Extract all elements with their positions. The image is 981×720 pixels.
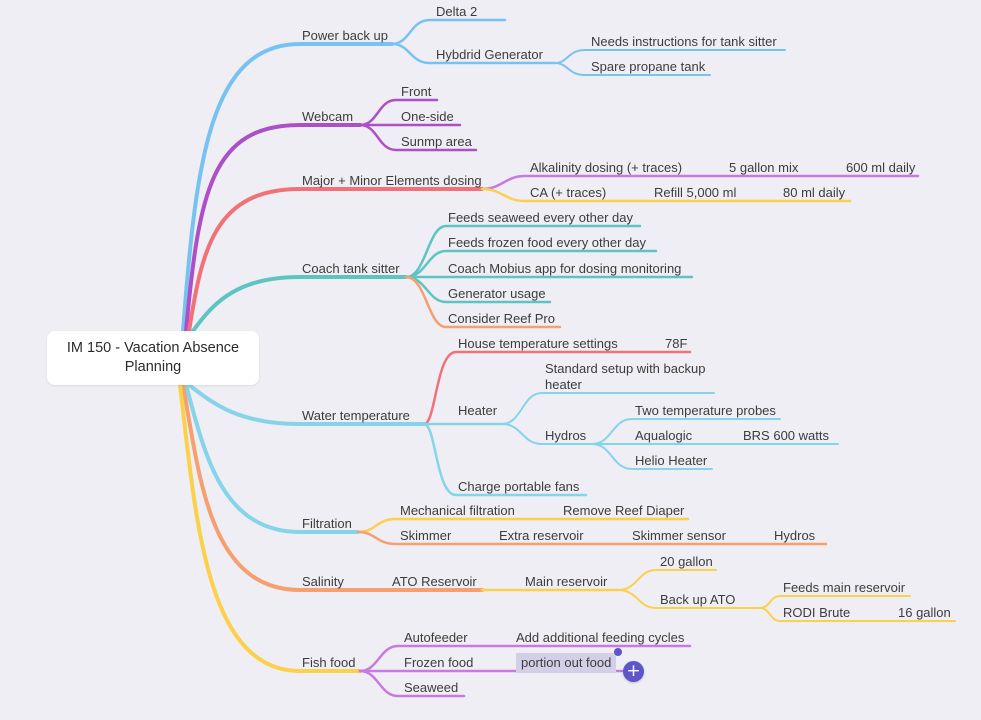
node-helio[interactable]: Helio Heater (635, 453, 708, 468)
node-front[interactable]: Front (401, 84, 432, 99)
node-standard-line1[interactable]: Standard setup with backup (545, 361, 705, 376)
node-mechanical[interactable]: Mechanical filtration (400, 503, 515, 518)
node-autofeeder[interactable]: Autofeeder (404, 630, 468, 645)
node-ca[interactable]: CA (+ traces) (530, 185, 606, 200)
node-brs[interactable]: BRS 600 watts (743, 428, 829, 443)
branch-water-label[interactable]: Water temperature (302, 408, 410, 423)
connector-20gallon (617, 569, 717, 591)
branch-dosing-label[interactable]: Major + Minor Elements dosing (302, 173, 482, 188)
node-probes[interactable]: Two temperature probes (635, 403, 776, 418)
connector-fish (178, 383, 362, 673)
node-fish-seaweed[interactable]: Seaweed (404, 680, 458, 695)
node-fans[interactable]: Charge portable fans (458, 479, 580, 494)
connector-fans (422, 422, 588, 497)
node-alk-daily[interactable]: 600 ml daily (846, 160, 916, 175)
branch-webcam-label[interactable]: Webcam (302, 109, 353, 124)
selected-node-highlight (516, 653, 616, 673)
connector-delta (390, 18, 507, 46)
connector-filtration (184, 383, 360, 534)
selection-handle-icon[interactable] (614, 648, 622, 656)
node-skimmer[interactable]: Skimmer (400, 528, 452, 543)
node-standard-line2[interactable]: heater (545, 377, 583, 392)
connector-helio (591, 443, 713, 470)
branch-coach-label[interactable]: Coach tank sitter (302, 261, 400, 276)
connector-power (181, 42, 394, 333)
branch-power-label[interactable]: Power back up (302, 28, 388, 43)
connector-backup (617, 589, 761, 609)
branch-salinity-label[interactable]: Salinity (302, 574, 344, 589)
node-diaper[interactable]: Remove Reef Diaper (563, 503, 685, 518)
connector-rodi (759, 607, 956, 622)
connector-skimmer (356, 530, 828, 546)
connector-reefpro (404, 275, 562, 329)
node-sump[interactable]: Sunmp area (401, 134, 473, 149)
node-delta[interactable]: Delta 2 (436, 4, 477, 19)
connector-dosing (187, 187, 484, 333)
node-rodi[interactable]: RODI Brute (783, 605, 850, 620)
node-frozenfood[interactable]: Frozen food (404, 655, 473, 670)
node-alk-mix[interactable]: 5 gallon mix (729, 160, 799, 175)
node-20gallon[interactable]: 20 gallon (660, 554, 713, 569)
add-node-button[interactable]: + (623, 661, 644, 682)
node-sensor[interactable]: Skimmer sensor (632, 528, 727, 543)
node-ca-refill[interactable]: Refill 5,000 ml (654, 185, 736, 200)
root-title-line2: Planning (124, 359, 182, 375)
node-seaweed[interactable]: Feeds seaweed every other day (448, 210, 633, 225)
node-extra[interactable]: Extra reservoir (499, 528, 584, 543)
root-node[interactable]: IM 150 - Vacation Absence Planning (47, 331, 259, 385)
plus-icon: + (626, 661, 641, 681)
connector-house (422, 350, 692, 426)
branch-filtration-label[interactable]: Filtration (302, 516, 352, 531)
node-oneside[interactable]: One-side (401, 109, 454, 124)
node-house[interactable]: House temperature settings (458, 336, 618, 351)
node-generator[interactable]: Hybdrid Generator (436, 47, 544, 62)
node-propane[interactable]: Spare propane tank (591, 59, 706, 74)
connector-propane (554, 62, 711, 76)
node-filt-hydros[interactable]: Hydros (774, 528, 816, 543)
connector-fish-seaweed (358, 669, 466, 698)
connector-sump (358, 123, 478, 152)
node-16gallon[interactable]: 16 gallon (898, 605, 951, 620)
connector-coach (191, 275, 408, 333)
branch-fish-label[interactable]: Fish food (302, 655, 355, 670)
connector-ca (480, 187, 852, 203)
node-frozen[interactable]: Feeds frozen food every other day (448, 235, 647, 250)
node-gen-usage[interactable]: Generator usage (448, 286, 546, 301)
connector-hydros-heater (501, 423, 593, 445)
node-feeds-main[interactable]: Feeds main reservoir (783, 580, 906, 595)
node-heater[interactable]: Heater (458, 403, 498, 418)
node-alk[interactable]: Alkalinity dosing (+ traces) (530, 160, 682, 175)
connector-salinity (181, 383, 484, 592)
node-aqualogic[interactable]: Aqualogic (635, 428, 693, 443)
node-instructions[interactable]: Needs instructions for tank sitter (591, 34, 777, 49)
node-backup[interactable]: Back up ATO (660, 592, 735, 607)
root-title-line1: IM 150 - Vacation Absence (66, 340, 240, 356)
connector-standard (501, 392, 715, 425)
node-mobius[interactable]: Coach Mobius app for dosing monitoring (448, 261, 681, 276)
connector-water (187, 383, 426, 426)
node-reefpro[interactable]: Consider Reef Pro (448, 311, 555, 326)
node-cycles[interactable]: Add additional feeding cycles (516, 630, 685, 645)
node-main[interactable]: Main reservoir (525, 574, 608, 589)
node-hydros[interactable]: Hydros (545, 428, 587, 443)
node-ca-daily[interactable]: 80 ml daily (783, 185, 846, 200)
node-ato[interactable]: ATO Reservoir (392, 574, 477, 589)
connector-generator (390, 42, 557, 65)
connector-webcam (184, 123, 362, 333)
node-house-val[interactable]: 78F (665, 336, 687, 351)
node-portion[interactable]: portion out food (521, 655, 611, 670)
